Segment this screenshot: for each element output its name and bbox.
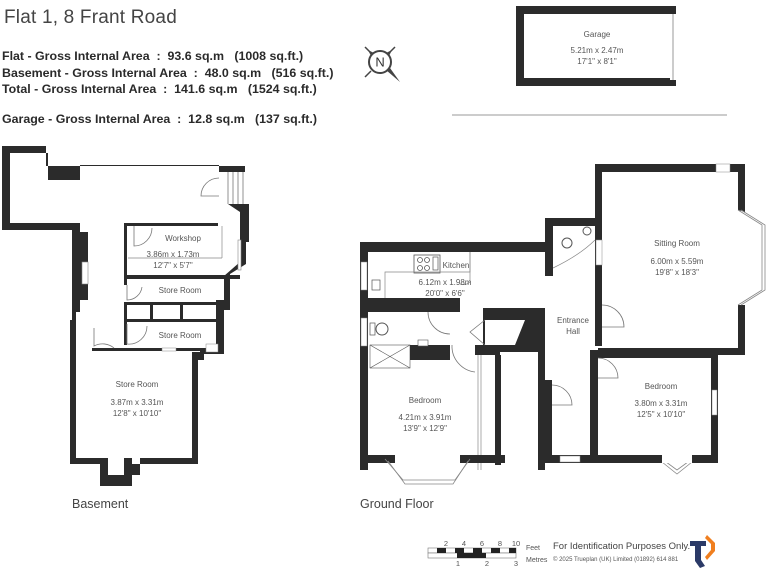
area-label: Flat - Gross Internal Area: [2, 49, 150, 63]
property-title: Flat 1, 8 Frant Road: [4, 7, 177, 28]
room-imperial: 12'7" x 5'7": [153, 261, 193, 270]
feet-tick: 2: [444, 539, 448, 548]
room-imperial: 13'9" x 12'9": [403, 424, 447, 433]
area-label: Basement - Gross Internal Area: [2, 65, 187, 80]
area-sqm: 141.6 sq.m: [174, 82, 238, 96]
room-imperial: 12'8" x 10'10": [113, 409, 161, 418]
feet-tick: 6: [480, 539, 484, 548]
metre-tick: 3: [514, 559, 518, 568]
room-name: Kitchen: [443, 261, 470, 270]
room-imperial: 19'8" x 18'3": [655, 268, 699, 277]
room-name: Store Room: [116, 380, 159, 389]
area-row-total: Total - Gross Internal Area : 141.6 sq.m…: [2, 82, 317, 96]
room-name: Bedroom: [409, 396, 442, 405]
feet-tick: 4: [462, 539, 466, 548]
area-sqm: 12.8 sq.m: [188, 112, 245, 126]
garage-imperial: 17'1" x 8'1": [577, 57, 617, 66]
room-imperial: 12'5" x 10'10": [637, 410, 685, 419]
garage-metric: 5.21m x 2.47m: [571, 46, 624, 55]
room-name: Bedroom: [645, 382, 678, 391]
room-name: Workshop: [165, 234, 201, 243]
basement-label: Basement: [72, 497, 129, 511]
metre-tick: 2: [485, 559, 489, 568]
ground-floor-plan: Kitchen 6.12m x 1.98m 20'0" x 6'6" Sitti…: [360, 163, 766, 485]
room-metric: 6.12m x 1.98m: [419, 278, 472, 287]
area-sqm: 48.0 sq.m: [204, 65, 262, 80]
area-summary: Flat - Gross Internal Area : 93.6 sq.m (…: [2, 48, 333, 98]
area-sqft: (137 sq.ft.): [254, 112, 317, 126]
garage-plan: Garage 5.21m x 2.47m 17'1" x 8'1": [516, 6, 676, 86]
ground-floor-label: Ground Floor: [360, 497, 434, 511]
area-sqm: 93.6 sq.m: [167, 49, 224, 63]
trueplan-logo-icon: [690, 535, 715, 568]
feet-tick: 8: [498, 539, 502, 548]
room-name-line2: Hall: [566, 327, 580, 336]
scale-bar: 2 4 6 8 10 1 2 3 Feet Metres: [427, 539, 548, 568]
garage-area-summary: Garage - Gross Internal Area : 12.8 sq.m…: [2, 112, 317, 126]
area-row-flat: Flat - Gross Internal Area : 93.6 sq.m (…: [2, 49, 304, 63]
room-name: Store Room: [159, 331, 202, 340]
room-metric: 3.87m x 3.31m: [111, 398, 164, 407]
metre-tick: 1: [456, 559, 460, 568]
area-row-basement: Basement - Gross Internal Area : 48.0 sq…: [2, 65, 334, 80]
area-label: Total - Gross Internal Area: [2, 82, 157, 96]
area-sqft: (516 sq.ft.): [271, 65, 334, 80]
room-name: Store Room: [159, 286, 202, 295]
basement-plan: Workshop 3.86m x 1.73m 12'7" x 5'7" Stor…: [2, 146, 249, 486]
area-sqft: (1008 sq.ft.): [234, 49, 304, 63]
area-label: Garage - Gross Internal Area: [2, 112, 171, 126]
compass-letter: N: [375, 55, 384, 70]
room-metric: 3.86m x 1.73m: [147, 250, 200, 259]
feet-tick: 10: [512, 539, 520, 548]
feet-unit-label: Feet: [526, 545, 540, 552]
metres-unit-label: Metres: [526, 557, 548, 564]
copyright-text: © 2025 Trueplan (UK) Limited (01892) 614…: [553, 556, 679, 563]
room-metric: 6.00m x 5.59m: [651, 257, 704, 266]
garage-name: Garage: [584, 30, 611, 39]
area-sqft: (1524 sq.ft.): [247, 82, 317, 96]
north-compass-icon: N: [364, 46, 400, 82]
room-name: Entrance: [557, 316, 590, 325]
identification-note: For Identification Purposes Only.: [553, 541, 690, 552]
room-metric: 3.80m x 3.31m: [635, 399, 688, 408]
room-name: Sitting Room: [654, 239, 700, 248]
room-metric: 4.21m x 3.91m: [399, 413, 452, 422]
room-imperial: 20'0" x 6'6": [425, 289, 465, 298]
